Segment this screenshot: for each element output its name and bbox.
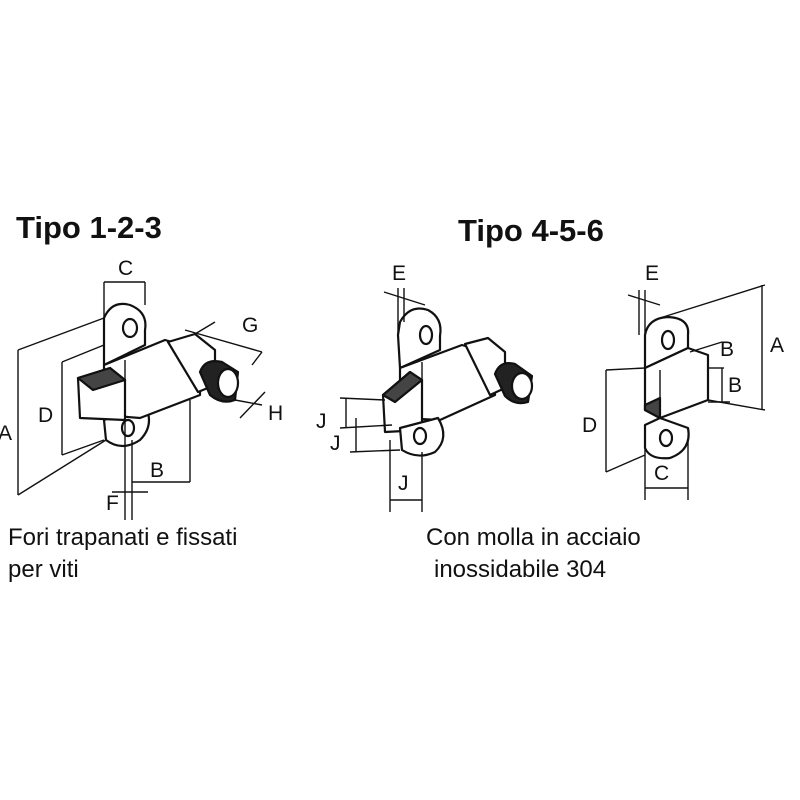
dim-label-d-right: D: [582, 414, 597, 437]
latch-knob-face: [216, 367, 240, 399]
strike-screw-hole-bottom: [658, 428, 674, 448]
dimension-labels-tipo-4-5-6: E J J J: [316, 262, 409, 495]
dimensions-tipo-1-2-3: [17, 281, 266, 520]
title-tipo-4-5-6: Tipo 4-5-6: [458, 213, 604, 248]
dimensions-tipo-4-5-6: [339, 288, 426, 512]
dim-label-j-bottom: J: [398, 472, 409, 495]
dim-label-j-upper: J: [316, 410, 327, 433]
caption-line-2-middle: inossidabile 304: [434, 556, 607, 583]
screw-hole-bottom: [120, 418, 136, 438]
dim-label-a-right: A: [770, 334, 784, 357]
dimension-labels-strike-plate: E A B B D C: [582, 262, 784, 485]
dim-label-b-upper-right: B: [720, 338, 734, 361]
dim-label-j-lower: J: [330, 432, 341, 455]
latch-tipo-1-2-3: [76, 302, 240, 448]
dim-label-b-left: B: [150, 459, 164, 482]
strike-screw-hole-top: [660, 329, 676, 351]
strike-plate: [643, 315, 710, 460]
latch-tipo-4-5-6: [381, 307, 534, 457]
dim-label-h-left: H: [268, 402, 283, 425]
dim-label-f-left: F: [106, 492, 119, 515]
dimension-labels-tipo-1-2-3: A D C G H B F: [0, 257, 283, 515]
latch-top-ear-middle: [396, 307, 442, 370]
caption-tipo-1-2-3: Fori trapanati e fissati per viti: [8, 522, 237, 586]
caption-line-2-left: per viti: [8, 556, 79, 583]
caption-line-1-middle: Con molla in acciaio: [426, 524, 641, 551]
dim-label-c-right: C: [654, 462, 669, 485]
dimensions-strike-plate: [605, 284, 766, 500]
latch-bolt-top: [76, 366, 127, 392]
dim-label-a-left: A: [0, 422, 12, 445]
latch-bolt-top-middle: [381, 370, 424, 404]
caption-line-1-left: Fori trapanati e fissati: [8, 524, 238, 551]
dim-label-d-left: D: [38, 404, 53, 427]
title-tipo-1-2-3: Tipo 1-2-3: [16, 210, 162, 245]
dim-label-b-lower-right: B: [728, 374, 742, 397]
caption-tipo-4-5-6: Con molla in acciaio inossidabile 304: [426, 522, 641, 586]
dim-label-e-middle: E: [392, 262, 406, 285]
dim-label-e-right: E: [645, 262, 659, 285]
screw-hole-top-middle: [418, 324, 434, 346]
screw-hole-top: [121, 317, 139, 339]
latch-knob-face-middle: [510, 371, 534, 401]
screw-hole-bottom-middle: [412, 426, 428, 446]
dim-label-g-left: G: [242, 314, 258, 337]
dim-label-c-left: C: [118, 257, 133, 280]
